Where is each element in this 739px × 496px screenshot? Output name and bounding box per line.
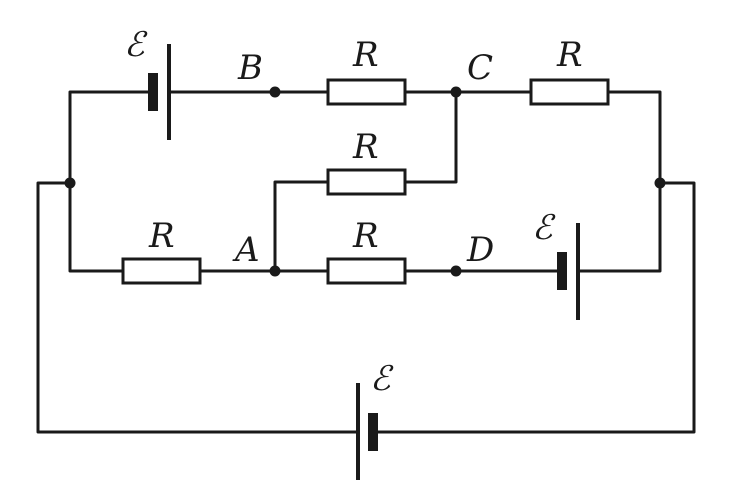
junction-left bbox=[64, 177, 76, 189]
wire-outer-left bbox=[36, 181, 360, 434]
node-label-a: A bbox=[232, 230, 260, 270]
resistor-label-c-right: R bbox=[556, 35, 583, 75]
resistor-bc bbox=[326, 78, 407, 106]
resistor-left-a bbox=[121, 257, 202, 285]
node-label-c: C bbox=[467, 48, 493, 88]
node-label-b: B bbox=[237, 48, 263, 88]
emf-label-top: ℰ bbox=[124, 25, 148, 65]
wire-c-down bbox=[403, 90, 458, 184]
battery-right bbox=[557, 223, 580, 320]
emf-label-right: ℰ bbox=[532, 208, 556, 248]
resistor-label-bc: R bbox=[352, 35, 379, 75]
labels: ℰ B R C R R R A R D ℰ ℰ bbox=[124, 25, 583, 399]
junction-b bbox=[269, 86, 281, 98]
junction-d bbox=[450, 265, 462, 277]
battery-top bbox=[148, 44, 171, 140]
wire-top-left bbox=[68, 90, 154, 185]
resistor-label-left-a: R bbox=[148, 216, 175, 256]
wire-r3-to-a bbox=[273, 180, 330, 273]
junction-a bbox=[269, 265, 281, 277]
wire-r2-to-right bbox=[606, 90, 662, 185]
junction-c bbox=[450, 86, 462, 98]
node-label-d: D bbox=[466, 230, 494, 270]
battery-bottom bbox=[356, 383, 378, 480]
wire-left-down bbox=[68, 181, 125, 273]
junction-right bbox=[654, 177, 666, 189]
resistor-ac bbox=[326, 168, 407, 196]
resistor-label-ac: R bbox=[352, 127, 379, 167]
resistor-c-right bbox=[529, 78, 610, 106]
wire-outer-right bbox=[372, 181, 696, 434]
resistors bbox=[121, 78, 610, 285]
wires bbox=[36, 90, 696, 434]
junctions bbox=[64, 86, 666, 277]
wire-battery-to-right bbox=[576, 181, 662, 273]
resistor-label-ad: R bbox=[352, 216, 379, 256]
resistor-ad bbox=[326, 257, 407, 285]
emf-label-bottom: ℰ bbox=[370, 359, 394, 399]
